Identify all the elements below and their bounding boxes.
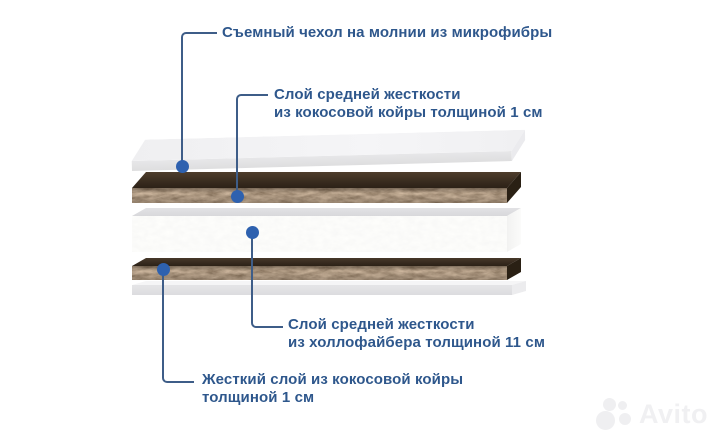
layer-cover-bottom-end-face (512, 281, 526, 295)
callout-line-hollofiber (251, 232, 283, 328)
callout-label-cover-line1: Съемный чехол на молнии из микрофибры (222, 24, 553, 41)
layer-cover-bottom-front-face (132, 285, 512, 295)
mattress-diagram (132, 140, 542, 302)
callout-label-coir-bottom: Жесткий слой из кокосовой койры толщиной… (202, 371, 463, 407)
callout-label-hollofiber: Слой средней жесткости из холлофайбера т… (288, 316, 545, 352)
callout-label-hollofiber-line2: из холлофайбера толщиной 11 см (288, 334, 546, 351)
callout-label-coir-top: Слой средней жесткости из кокосовой койр… (274, 86, 543, 122)
callout-label-coir-top-line1: Слой средней жесткости (274, 86, 461, 103)
layer-hollofiber-end-face (507, 208, 521, 252)
avito-watermark: Avito (596, 398, 708, 431)
layer-hollofiber-top-face (132, 208, 521, 216)
callout-label-coir-bottom-line2: толщиной 1 см (202, 389, 315, 406)
layer-coir-bottom (132, 258, 542, 280)
callout-dot-hollofiber (246, 226, 259, 239)
layer-coir-bottom-front-face (132, 266, 507, 280)
callout-dot-coir-top (231, 190, 244, 203)
callout-dot-coir-bottom (157, 263, 170, 276)
layer-coir-top-top-face (132, 172, 521, 188)
callout-label-hollofiber-line1: Слой средней жесткости (288, 316, 475, 333)
callout-line-cover (181, 32, 217, 168)
callout-label-cover: Съемный чехол на молнии из микрофибры (222, 24, 552, 42)
layer-hollofiber-core (132, 208, 542, 252)
callout-label-coir-top-line2: из кокосовой койры толщиной 1 см (274, 104, 543, 121)
callout-line-coir-top (236, 94, 268, 198)
callout-label-coir-bottom-line1: Жесткий слой из кокосовой койры (202, 371, 464, 388)
avito-watermark-text: Avito (639, 399, 708, 429)
callout-dot-cover (176, 160, 189, 173)
callout-line-coir-bottom (162, 269, 194, 383)
layer-hollofiber-front-face (132, 216, 507, 252)
layer-coir-bottom-top-face (132, 258, 521, 266)
layer-coir-top (132, 172, 542, 203)
layer-coir-top-front-face (132, 188, 507, 203)
avito-logo-icon (596, 398, 634, 431)
layer-cover-bottom (132, 281, 542, 295)
layer-cover-bottom-top-face (132, 281, 526, 285)
